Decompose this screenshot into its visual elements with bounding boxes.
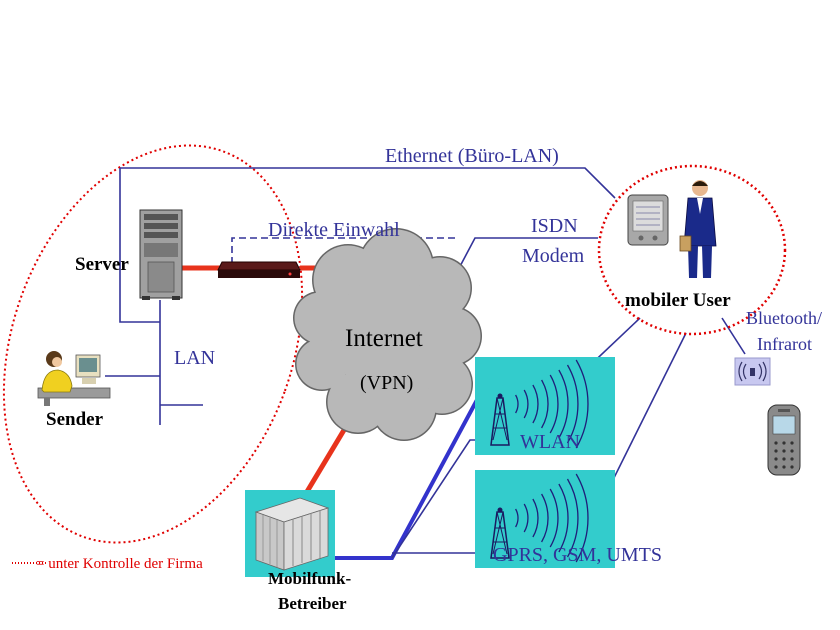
gprs-radio-waves [515,473,589,563]
ethernet-label: Ethernet (Büro-LAN) [385,145,559,167]
businessman-icon [679,180,717,278]
mobile-phone-icon [767,404,801,476]
server-lan-link [119,168,160,323]
modem-label: Modem [522,245,585,267]
internet-cloud [293,228,482,441]
bluetooth-label: Bluetooth/ [746,308,822,328]
gprs-access-box [475,470,615,568]
ethernet-line [120,167,616,199]
wlan-label: WLAN [520,431,580,453]
pda-icon [627,194,669,246]
internet-operator-link [302,418,353,497]
sender-workstation-icon [37,351,111,406]
mobile-operator-racks-icon [245,490,335,577]
direct-dial-line [231,237,455,264]
user-bluetooth-link [721,317,746,355]
wlan-radio-waves [515,359,589,449]
internet-label: Internet [345,325,423,352]
server-label: Server [75,254,129,275]
vpn-label: (VPN) [360,372,413,394]
legend-text: = unter Kontrolle der Firma [36,556,203,572]
gprs-tower-icon [490,507,510,559]
mobile-user-boundary [597,164,787,336]
isdn-modem-line [456,237,598,273]
operator-label-line1: Mobilfunk- [268,569,351,588]
lan-label: LAN [174,347,215,369]
wlan-access-box [475,357,615,455]
modem-icon [217,261,301,278]
isdn-label: ISDN [531,215,578,237]
bluetooth-infrared-icon [734,357,771,386]
direct-dial-label: Direkte Einwahl [268,219,400,241]
gprs-label: GPRS, GSM, UMTS [493,544,662,566]
wlan-tower-icon [490,393,510,446]
operator-label-line2: Betreiber [278,594,347,613]
company-control-boundary [2,144,304,544]
infrared-label: Infrarot [757,334,812,354]
server-icon [139,209,183,300]
sender-label: Sender [46,409,104,430]
mobile-user-label: mobiler User [625,290,731,311]
legend: = unter Kontrolle der Firma [12,556,203,572]
